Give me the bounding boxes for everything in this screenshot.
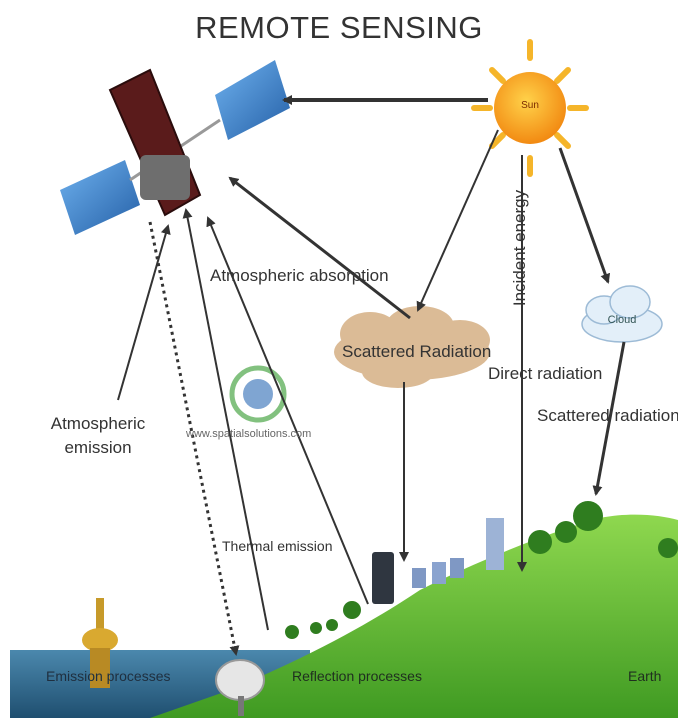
sun-icon xyxy=(471,39,589,177)
cloud-icon xyxy=(581,285,663,343)
arrow-sun-to-cloud xyxy=(558,147,611,284)
scattered-radiation-cloud xyxy=(334,306,490,388)
earth-label: Earth xyxy=(628,668,662,684)
earth-hill xyxy=(150,514,678,718)
atmospheric-emission-label: Atmospheric emission xyxy=(50,414,146,457)
scattered-radiation-label: Scattered radiation xyxy=(537,406,678,425)
emission-processes-label: Emission processes xyxy=(46,668,171,684)
watermark-logo xyxy=(229,365,287,423)
reflection-processes-label: Reflection processes xyxy=(292,668,422,684)
arrow-cloud-to-satellite xyxy=(228,176,411,320)
sun-label: Sun xyxy=(521,100,539,111)
watermark-text: www.spatialsolutions.com xyxy=(186,428,312,440)
arrow-reflection xyxy=(206,216,369,605)
oil-platform-icon xyxy=(82,598,118,688)
page-title: REMOTE SENSING xyxy=(195,10,483,45)
arrow-sun-to-scattered-cloud xyxy=(416,129,499,312)
buildings-icon xyxy=(372,518,504,604)
direct-radiation-label: Direct radiation xyxy=(488,364,603,383)
arrow-atmospheric-emission xyxy=(117,224,171,401)
scattered-radiation-cloud-label: Scattered Radiation xyxy=(342,342,492,361)
satellite-dish-icon xyxy=(215,659,265,716)
satellite-icon xyxy=(60,60,290,235)
trees-icon xyxy=(285,501,678,639)
atmospheric-absorption-label: Atmospheric absorption xyxy=(210,266,389,285)
incident-energy-label: Incident energy xyxy=(510,189,529,307)
arrow-cloud-to-earth xyxy=(592,341,626,496)
thermal-emission-label: Thermal emission xyxy=(222,538,333,554)
arrow-thermal-emission xyxy=(182,208,269,631)
cloud-label: Cloud xyxy=(607,314,637,326)
